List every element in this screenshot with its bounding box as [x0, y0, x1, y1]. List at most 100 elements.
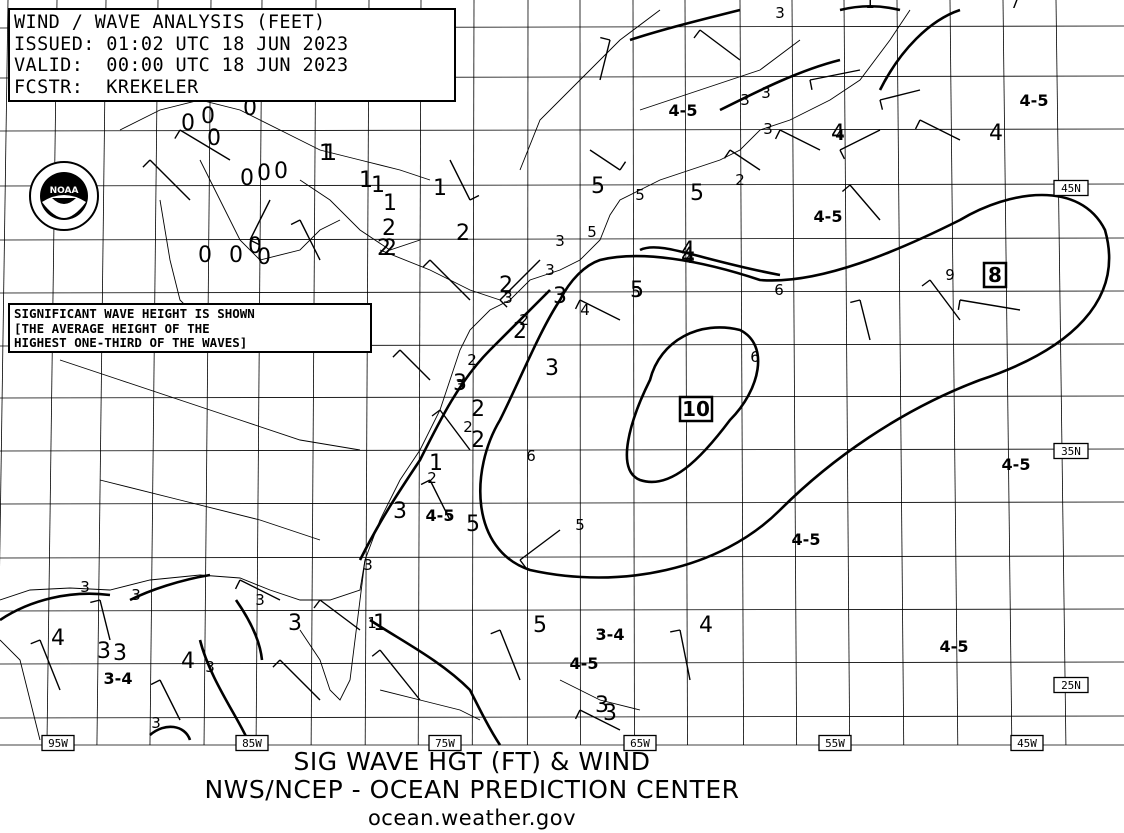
wind-barb-feather — [914, 119, 921, 130]
wind-barb-feather — [142, 159, 151, 168]
header-valid: VALID: 00:00 UTC 18 JUN 2023 — [14, 55, 349, 76]
observed-value: 2 — [377, 236, 391, 261]
wave-range-label: 4-5 — [426, 506, 455, 525]
parallel-line — [0, 448, 1124, 452]
observed-value: 5 — [533, 613, 547, 638]
parallel-line — [0, 555, 1124, 559]
wind-barb-feather — [174, 129, 181, 139]
wind-barb — [429, 479, 451, 521]
wind-barb-feather — [422, 259, 431, 268]
wind-barb — [729, 149, 761, 171]
coastline-segment — [119, 99, 431, 181]
coastline-segment — [379, 689, 481, 721]
wind-barb-feather — [600, 36, 611, 41]
observed-value: 3 — [393, 499, 407, 524]
coastline-segment — [59, 359, 361, 451]
wave-contour — [719, 58, 841, 112]
wave-maximum-box — [678, 395, 714, 423]
observed-value: 1 — [373, 611, 387, 636]
coastline-segment — [559, 679, 641, 711]
latitude-label: 35N — [1061, 445, 1081, 458]
meridian-line — [739, 0, 744, 746]
longitude-label: 85W — [242, 737, 262, 750]
contour-label: 3 — [503, 289, 513, 307]
note-line-3: HIGHEST ONE-THIRD OF THE WAVES] — [14, 335, 248, 350]
parallel-line — [0, 501, 1124, 505]
observed-value: 2 — [471, 397, 485, 422]
contour-label: 2 — [427, 469, 437, 487]
contour-label: 1 — [367, 614, 377, 632]
wind-barb — [399, 349, 431, 381]
meridian-line — [843, 0, 851, 746]
observed-value: 0 — [257, 161, 271, 186]
wind-barb-feather — [234, 579, 241, 590]
observed-value: 5 — [690, 181, 704, 206]
wind-barb-feather — [431, 409, 441, 417]
wave-contour — [149, 725, 192, 741]
analysis-header-box: WIND / WAVE ANALYSIS (FEET) ISSUED: 01:0… — [8, 8, 456, 102]
observed-value: 1 — [323, 141, 337, 166]
coastline-segment — [299, 179, 421, 251]
wind-barb-feather — [90, 599, 101, 604]
longitude-label: 55W — [825, 737, 845, 750]
contour-label: 3 — [555, 232, 565, 250]
contour-label: 5 — [575, 516, 585, 534]
wave-height-note: SIGNIFICANT WAVE HEIGHT IS SHOWN [THE AV… — [8, 303, 372, 353]
wind-barb — [579, 299, 621, 321]
wind-barb — [599, 39, 611, 81]
latitude-label-box — [1053, 442, 1089, 460]
longitude-label-box — [818, 734, 852, 752]
observed-value: 3 — [595, 693, 609, 718]
longitude-label-box — [623, 734, 657, 752]
wave-contour — [878, 8, 961, 91]
meridian-line — [0, 0, 9, 567]
wave-maximum-box — [982, 261, 1008, 289]
observed-value: 1 — [359, 168, 373, 193]
latitude-label-box — [1053, 179, 1089, 197]
wind-barb — [279, 659, 321, 701]
meridian-line — [684, 0, 688, 746]
observed-value: 4 — [831, 121, 845, 146]
wind-barb-feather — [723, 149, 731, 159]
observed-value: 0 — [229, 243, 243, 268]
wind-barb-feather — [290, 219, 301, 226]
observed-value: 1 — [319, 141, 333, 166]
meridian-line — [255, 0, 263, 746]
wind-barb — [319, 599, 361, 631]
wind-barb — [429, 259, 471, 301]
observed-value: 0 — [207, 126, 221, 151]
latitude-label: 25N — [1061, 679, 1081, 692]
wave-range-label: 4-5 — [1002, 455, 1031, 474]
wave-range-label: 3-4 — [596, 625, 625, 644]
wind-barb — [39, 639, 61, 691]
contour-label: 3 — [363, 556, 373, 574]
wind-barb-feather — [670, 629, 681, 633]
wind-barb — [179, 129, 231, 161]
parallel-line — [0, 237, 1124, 241]
wave-contour — [234, 599, 264, 661]
longitude-label-box — [41, 734, 75, 752]
wave-contour — [479, 193, 1111, 579]
wave-contour — [629, 8, 741, 42]
coastline-segment — [0, 9, 911, 601]
note-line-1: SIGNIFICANT WAVE HEIGHT IS SHOWN — [14, 306, 255, 321]
longitude-label-box — [428, 734, 462, 752]
wind-barb-feather — [499, 299, 508, 308]
wind-barb — [439, 409, 471, 451]
observed-value: 0 — [243, 96, 257, 121]
footer-agency: NWS/NCEP - OCEAN PREDICTION CENTER — [204, 775, 740, 804]
meridian-line — [949, 0, 959, 746]
wind-barb-feather — [957, 299, 961, 310]
wave-contour — [639, 246, 781, 277]
footer-website[interactable]: ocean.weather.gov — [367, 806, 577, 830]
wind-barb-feather — [850, 299, 861, 304]
contour-label: 5 — [587, 223, 597, 241]
longitude-label: 95W — [48, 737, 68, 750]
meridian-line — [471, 0, 475, 746]
header-issued: ISSUED: 01:02 UTC 18 JUN 2023 — [14, 33, 349, 55]
parallel-line — [0, 608, 1124, 612]
meridian-line — [896, 0, 905, 746]
wind-barb-feather — [392, 349, 401, 358]
wind-barb-feather — [272, 659, 281, 668]
